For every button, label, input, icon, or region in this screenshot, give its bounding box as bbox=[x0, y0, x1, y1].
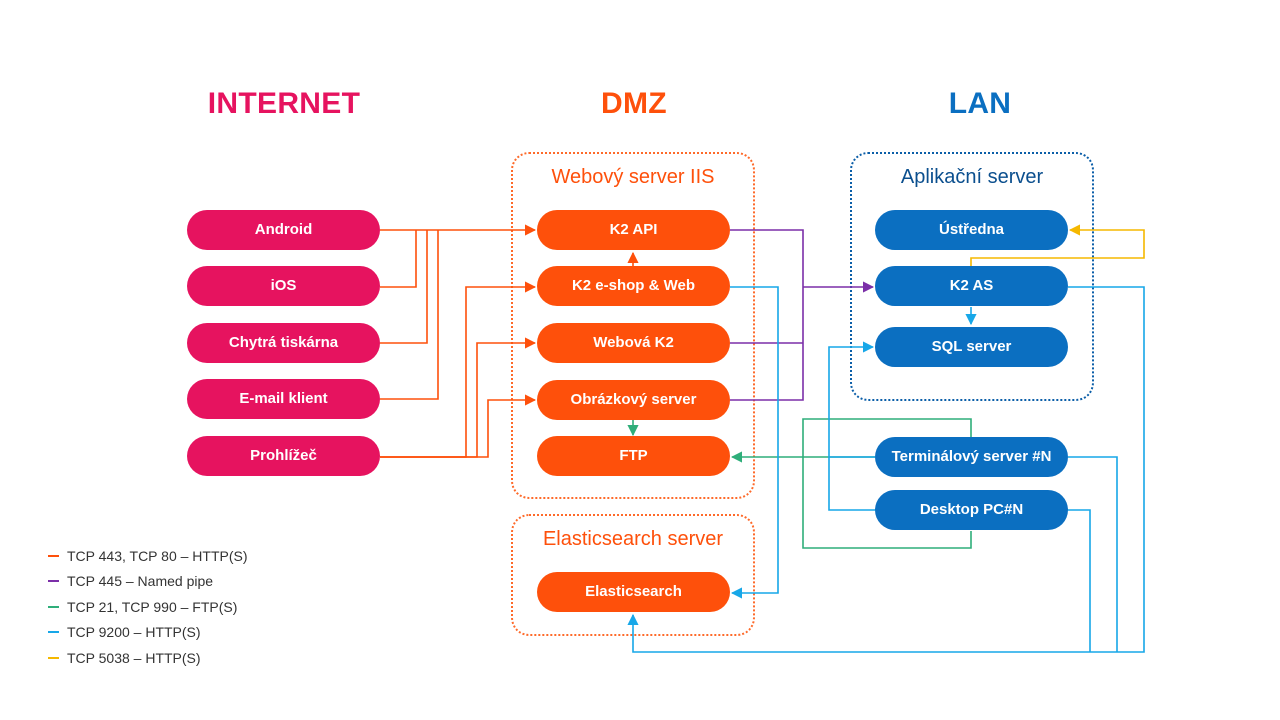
legend-item-ftp: TCP 21, TCP 990 – FTP(S) bbox=[48, 594, 248, 620]
node-terminal-server: Terminálový server #N bbox=[875, 437, 1068, 477]
group-iis-web-server: Webový server IIS bbox=[511, 152, 755, 499]
group-title-app: Aplikační server bbox=[900, 166, 1044, 188]
legend-swatch-elastic bbox=[48, 631, 59, 634]
node-elasticsearch: Elasticsearch bbox=[537, 572, 730, 612]
node-k2-as: K2 AS bbox=[875, 266, 1068, 306]
legend-label-elastic: TCP 9200 – HTTP(S) bbox=[67, 624, 201, 641]
node-ios: iOS bbox=[187, 266, 380, 306]
zone-title-lan: LAN bbox=[948, 87, 1012, 120]
legend-label-named-pipe: TCP 445 – Named pipe bbox=[67, 573, 214, 590]
legend-label-http: TCP 443, TCP 80 – HTTP(S) bbox=[67, 547, 248, 564]
node-k2-api: K2 API bbox=[537, 210, 730, 250]
legend-label-ami: TCP 5038 – HTTP(S) bbox=[67, 649, 201, 666]
node-sql-server: SQL server bbox=[875, 327, 1068, 367]
legend-swatch-named-pipe bbox=[48, 580, 59, 583]
legend-swatch-ami bbox=[48, 656, 59, 659]
elasticsearch-links bbox=[627, 286, 1145, 653]
legend: TCP 443, TCP 80 – HTTP(S) TCP 445 – Name… bbox=[48, 543, 248, 671]
group-title-iis: Webový server IIS bbox=[551, 166, 715, 188]
http-links-from-browser bbox=[380, 281, 537, 458]
http-links-to-k2-api bbox=[380, 224, 537, 400]
legend-item-http: TCP 443, TCP 80 – HTTP(S) bbox=[48, 543, 248, 569]
node-smart-printer: Chytrá tiskárna bbox=[187, 323, 380, 363]
legend-item-named-pipe: TCP 445 – Named pipe bbox=[48, 569, 248, 595]
legend-swatch-http bbox=[48, 554, 59, 557]
group-application-server: Aplikační server bbox=[850, 152, 1094, 401]
ami-link bbox=[970, 224, 1145, 266]
zone-title-internet: INTERNET bbox=[207, 87, 361, 120]
node-image-server: Obrázkový server bbox=[537, 380, 730, 420]
legend-swatch-ftp bbox=[48, 605, 59, 608]
node-android: Android bbox=[187, 210, 380, 250]
legend-label-ftp: TCP 21, TCP 990 – FTP(S) bbox=[67, 598, 238, 615]
legend-item-elastic: TCP 9200 – HTTP(S) bbox=[48, 620, 248, 646]
node-ustredna: Ústředna bbox=[875, 210, 1068, 250]
legend-item-ami: TCP 5038 – HTTP(S) bbox=[48, 645, 248, 671]
node-browser: Prohlížeč bbox=[187, 436, 380, 476]
group-title-elastic: Elasticsearch server bbox=[542, 528, 724, 550]
named-pipe-links bbox=[730, 229, 875, 401]
zone-title-dmz: DMZ bbox=[601, 87, 667, 120]
node-k2-eshop-web: K2 e-shop & Web bbox=[537, 266, 730, 306]
node-desktop-pc: Desktop PC#N bbox=[875, 490, 1068, 530]
node-email-client: E-mail klient bbox=[187, 379, 380, 419]
node-ftp: FTP bbox=[537, 436, 730, 476]
node-web-k2: Webová K2 bbox=[537, 323, 730, 363]
